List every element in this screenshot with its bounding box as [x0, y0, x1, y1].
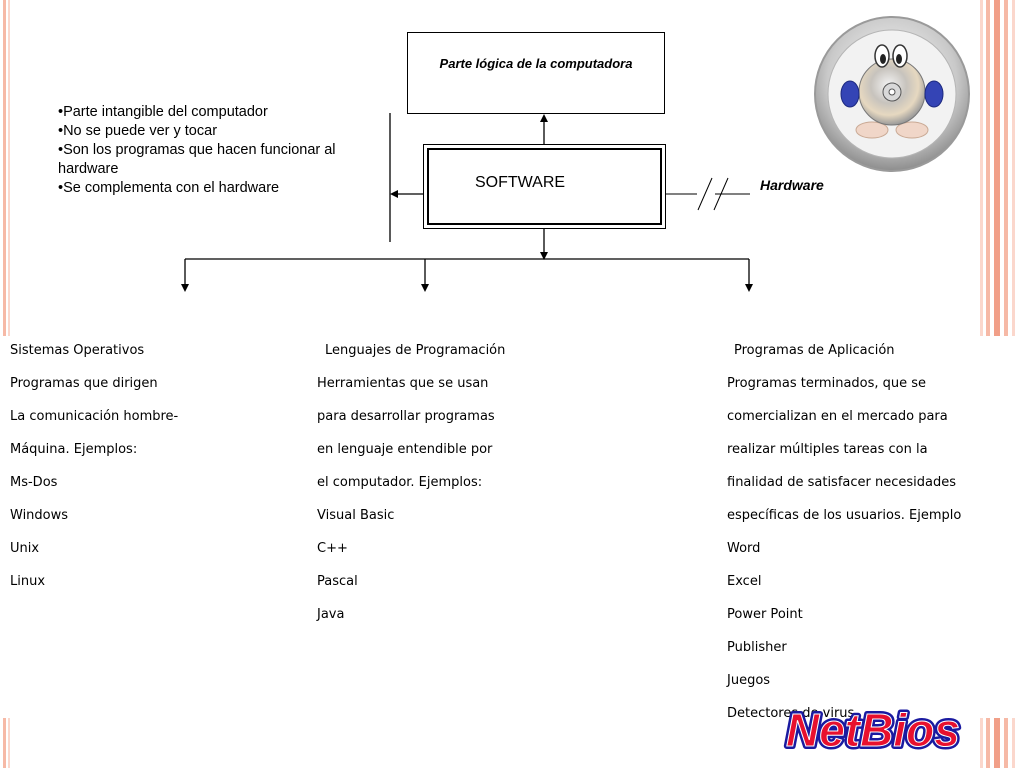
- netbios-logo: NetBios NetBios: [780, 700, 995, 760]
- column-line: Unix: [10, 539, 178, 572]
- logo-text: NetBios: [786, 704, 960, 756]
- column-line: Excel: [727, 572, 961, 605]
- column-programas-aplicacion: Programas de Aplicación Programas termin…: [727, 341, 961, 737]
- column-line: Herramientas que se usan: [317, 374, 505, 407]
- column-line: realizar múltiples tareas con la: [727, 440, 961, 473]
- bullet-list: •Parte intangible del computador •No se …: [58, 103, 368, 198]
- column-line: para desarrollar programas: [317, 407, 505, 440]
- column-line: Visual Basic: [317, 506, 505, 539]
- column-line: C++: [317, 539, 505, 572]
- column-line: Publisher: [727, 638, 961, 671]
- column-heading: Programas de Aplicación: [727, 341, 961, 374]
- bullet-item: •Se complementa con el hardware: [58, 179, 368, 198]
- break-mark-1: [698, 178, 712, 210]
- column-lenguajes-programacion: Lenguajes de Programación Herramientas q…: [317, 341, 505, 638]
- column-line: en lenguaje entendible por: [317, 440, 505, 473]
- software-box: SOFTWARE: [423, 144, 666, 229]
- column-line: el computador. Ejemplos:: [317, 473, 505, 506]
- column-line: Programas que dirigen: [10, 374, 178, 407]
- column-line: Word: [727, 539, 961, 572]
- column-line: específicas de los usuarios. Ejemplo: [727, 506, 961, 539]
- software-inner-frame: SOFTWARE: [427, 148, 662, 225]
- column-line: Pascal: [317, 572, 505, 605]
- column-heading: Lenguajes de Programación: [317, 341, 505, 374]
- cd-mascot-illustration: [812, 14, 972, 174]
- bullet-item: •Parte intangible del computador: [58, 103, 368, 122]
- hardware-label: Hardware: [760, 177, 824, 193]
- column-line: Ms-Dos: [10, 473, 178, 506]
- column-heading: Sistemas Operativos: [10, 341, 178, 374]
- top-box-label: Parte lógica de la computadora: [408, 55, 664, 72]
- column-line: Linux: [10, 572, 178, 605]
- top-box: Parte lógica de la computadora: [407, 32, 665, 114]
- column-line: Power Point: [727, 605, 961, 638]
- column-line: Programas terminados, que se: [727, 374, 961, 407]
- software-label: SOFTWARE: [475, 174, 565, 192]
- bullet-item: •Son los programas que hacen funcionar a…: [58, 141, 368, 179]
- column-line: Windows: [10, 506, 178, 539]
- bullet-item: •No se puede ver y tocar: [58, 122, 368, 141]
- column-line: Java: [317, 605, 505, 638]
- column-line: finalidad de satisfacer necesidades: [727, 473, 961, 506]
- column-line: comercializan en el mercado para: [727, 407, 961, 440]
- column-line: Máquina. Ejemplos:: [10, 440, 178, 473]
- column-line: La comunicación hombre-: [10, 407, 178, 440]
- column-sistemas-operativos: Sistemas Operativos Programas que dirige…: [10, 341, 178, 605]
